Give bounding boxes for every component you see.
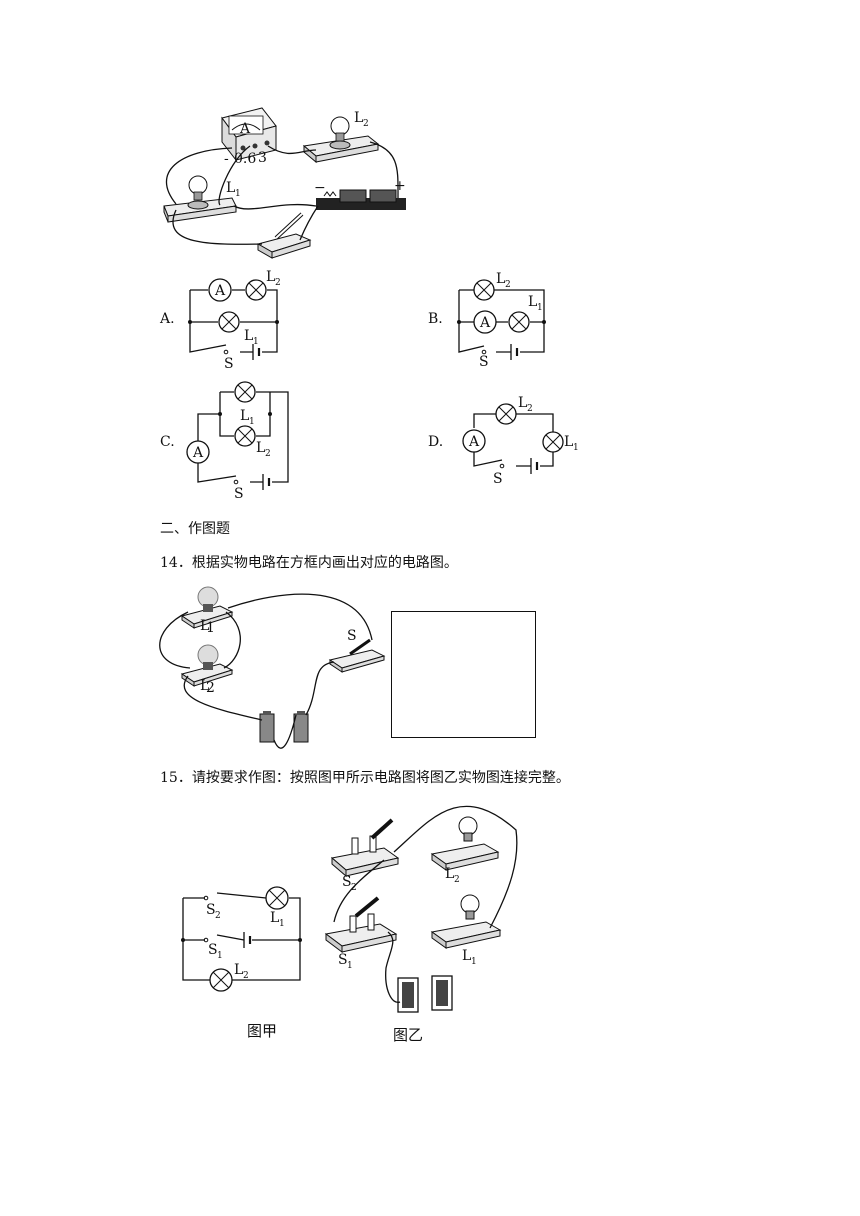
svg-text:L: L: [200, 678, 209, 694]
svg-text:S: S: [338, 952, 348, 968]
question-15-text: 15．请按要求作图：按照图甲所示电路图将图乙实物图连接完整。: [160, 770, 570, 786]
svg-text:1: 1: [235, 189, 241, 199]
svg-text:1: 1: [471, 957, 477, 967]
svg-text:−: −: [314, 180, 326, 196]
q14-lamp-l1: L1: [180, 586, 234, 636]
svg-text:2: 2: [243, 971, 249, 981]
svg-text:A: A: [479, 315, 491, 331]
svg-text:S: S: [479, 354, 489, 370]
question-14-text: 14．根据实物电路在方框内画出对应的电路图。: [160, 555, 458, 571]
svg-text:3: 3: [258, 150, 267, 166]
svg-text:2: 2: [206, 680, 215, 696]
svg-text:1: 1: [537, 303, 543, 313]
svg-text:S: S: [342, 874, 352, 890]
q14-switch: S: [328, 628, 386, 673]
q14-batteries: [259, 711, 309, 743]
svg-text:S: S: [493, 471, 503, 487]
option-a-letter: A.: [160, 311, 175, 327]
svg-text:S: S: [208, 942, 218, 958]
q14-lamp-l2: L2: [180, 644, 234, 696]
q15-fig-a-caption: 图甲: [247, 1022, 278, 1040]
battery-pack-real: − +: [314, 178, 406, 210]
svg-text:L: L: [564, 434, 573, 450]
svg-text:L: L: [496, 271, 505, 287]
svg-text:L: L: [445, 866, 454, 882]
svg-text:+: +: [394, 178, 406, 194]
svg-text:2: 2: [215, 911, 221, 921]
ammeter-device: A - 0.6 3: [221, 107, 277, 167]
switch-real: [256, 212, 312, 259]
svg-text:A: A: [214, 283, 226, 299]
svg-text:S: S: [224, 356, 234, 372]
option-b-letter: B.: [428, 311, 443, 327]
svg-text:1: 1: [206, 620, 215, 636]
svg-text:L: L: [270, 910, 279, 926]
svg-text:1: 1: [279, 919, 285, 929]
svg-text:-: -: [224, 151, 229, 167]
option-c-letter: C.: [160, 434, 175, 450]
svg-text:L: L: [518, 395, 527, 411]
svg-text:2: 2: [265, 449, 271, 459]
q14-answer-box[interactable]: [391, 611, 536, 738]
svg-text:A: A: [192, 445, 204, 461]
svg-text:2: 2: [363, 119, 369, 129]
svg-text:L: L: [256, 440, 265, 456]
svg-text:A: A: [468, 434, 480, 450]
section-heading: 二、作图题: [160, 521, 230, 537]
svg-text:L: L: [266, 269, 275, 285]
svg-text:1: 1: [573, 443, 579, 453]
ammeter-dial-letter: A: [239, 121, 251, 137]
svg-text:1: 1: [217, 951, 223, 961]
svg-text:S: S: [347, 628, 357, 644]
svg-text:S: S: [234, 486, 244, 502]
svg-text:1: 1: [347, 961, 353, 971]
svg-text:1: 1: [253, 337, 259, 347]
svg-text:S: S: [206, 902, 216, 918]
svg-text:2: 2: [505, 280, 511, 290]
svg-text:L: L: [226, 180, 235, 196]
q15-fig-b-caption: 图乙: [393, 1026, 424, 1044]
q14-real-circuit: L1 L2 S: [159, 586, 386, 749]
svg-text:1: 1: [249, 417, 255, 427]
svg-text:L: L: [354, 110, 363, 126]
svg-text:2: 2: [351, 883, 357, 893]
svg-text:L: L: [462, 948, 471, 964]
svg-text:2: 2: [527, 404, 533, 414]
svg-text:2: 2: [275, 278, 281, 288]
q15-batteries: [397, 975, 453, 1013]
svg-text:2: 2: [454, 875, 460, 885]
svg-text:L: L: [200, 618, 209, 634]
svg-text:L: L: [240, 408, 249, 424]
svg-text:L: L: [234, 962, 243, 978]
option-d-letter: D.: [428, 434, 444, 450]
svg-text:L: L: [528, 294, 537, 310]
svg-text:L: L: [244, 328, 253, 344]
